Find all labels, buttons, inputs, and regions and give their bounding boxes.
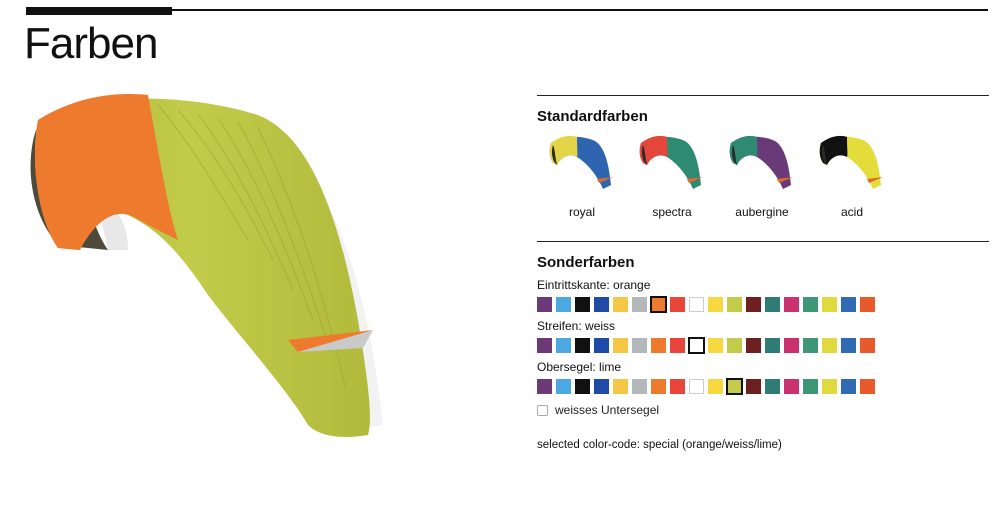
color-swatch[interactable] <box>784 379 799 394</box>
color-swatch[interactable] <box>613 379 628 394</box>
standard-color-label: royal <box>568 205 595 219</box>
white-underside-label: weisses Untersegel <box>555 403 660 417</box>
color-swatch[interactable] <box>784 338 799 353</box>
color-swatch[interactable] <box>670 379 685 394</box>
color-swatch[interactable] <box>765 338 780 353</box>
glider-thumbnail <box>729 135 793 189</box>
color-swatch[interactable] <box>803 379 818 394</box>
glider-thumbnail <box>639 135 703 189</box>
color-swatch[interactable] <box>727 297 742 312</box>
color-swatch[interactable] <box>841 338 856 353</box>
color-swatch[interactable] <box>670 338 685 353</box>
white-underside-checkbox[interactable] <box>537 404 548 416</box>
standard-color-list: royal spectra aubergine acid <box>537 135 989 225</box>
color-swatch[interactable] <box>594 379 609 394</box>
section-divider <box>537 241 989 242</box>
special-row-label: Obersegel: lime <box>537 360 622 374</box>
glider-preview-image <box>30 94 383 437</box>
special-row-label: Eintrittskante: orange <box>537 278 651 292</box>
color-swatch[interactable] <box>860 379 875 394</box>
glider-thumbnail <box>549 135 613 189</box>
color-swatch[interactable] <box>556 379 571 394</box>
color-swatch-row <box>537 337 989 354</box>
standard-color-aubergine[interactable]: aubergine <box>717 135 807 225</box>
color-swatch-selected[interactable] <box>726 378 743 395</box>
standard-colors-heading: Standardfarben <box>537 108 648 125</box>
color-swatch[interactable] <box>765 297 780 312</box>
color-swatch[interactable] <box>803 297 818 312</box>
color-swatch[interactable] <box>613 297 628 312</box>
color-swatch[interactable] <box>708 338 723 353</box>
color-configurator: Standardfarben royal spectra aubergine acid… <box>537 95 989 451</box>
color-swatch[interactable] <box>632 338 647 353</box>
page-title: Farben <box>24 19 158 68</box>
title-accent-bar <box>26 7 172 15</box>
color-swatch[interactable] <box>689 379 704 394</box>
color-swatch[interactable] <box>594 297 609 312</box>
color-swatch[interactable] <box>556 297 571 312</box>
standard-color-label: acid <box>840 205 863 219</box>
color-swatch[interactable] <box>594 338 609 353</box>
top-rule <box>26 9 988 11</box>
color-swatch[interactable] <box>822 297 837 312</box>
color-swatch[interactable] <box>537 379 552 394</box>
special-row-label: Streifen: weiss <box>537 319 616 333</box>
color-swatch[interactable] <box>708 297 723 312</box>
color-swatch-selected[interactable] <box>650 296 667 313</box>
color-swatch[interactable] <box>822 379 837 394</box>
standard-color-label: spectra <box>652 205 692 219</box>
color-swatch[interactable] <box>670 297 685 312</box>
color-swatch[interactable] <box>575 338 590 353</box>
color-swatch-row <box>537 378 989 395</box>
standard-color-spectra[interactable]: spectra <box>627 135 717 225</box>
standard-color-label: aubergine <box>735 205 789 219</box>
color-swatch[interactable] <box>746 338 761 353</box>
color-swatch[interactable] <box>822 338 837 353</box>
color-swatch[interactable] <box>746 297 761 312</box>
color-swatch[interactable] <box>632 379 647 394</box>
color-swatch[interactable] <box>746 379 761 394</box>
color-swatch[interactable] <box>651 338 666 353</box>
color-swatch[interactable] <box>556 338 571 353</box>
color-swatch[interactable] <box>841 297 856 312</box>
color-swatch-selected[interactable] <box>688 337 705 354</box>
color-swatch[interactable] <box>765 379 780 394</box>
color-swatch[interactable] <box>708 379 723 394</box>
selected-color-code: selected color-code: special (orange/wei… <box>537 439 782 451</box>
glider-thumbnail <box>819 135 883 189</box>
standard-color-royal[interactable]: royal <box>537 135 627 225</box>
color-swatch[interactable] <box>537 338 552 353</box>
color-swatch[interactable] <box>613 338 628 353</box>
color-swatch-row <box>537 296 989 313</box>
color-swatch[interactable] <box>689 297 704 312</box>
special-colors-heading: Sonderfarben <box>537 254 635 271</box>
standard-color-acid[interactable]: acid <box>807 135 897 225</box>
color-swatch[interactable] <box>575 297 590 312</box>
color-swatch[interactable] <box>632 297 647 312</box>
white-underside-option[interactable]: weisses Untersegel <box>537 403 989 417</box>
color-swatch[interactable] <box>727 338 742 353</box>
color-swatch[interactable] <box>841 379 856 394</box>
color-swatch[interactable] <box>784 297 799 312</box>
color-swatch[interactable] <box>803 338 818 353</box>
color-swatch[interactable] <box>860 297 875 312</box>
color-swatch[interactable] <box>651 379 666 394</box>
color-swatch[interactable] <box>537 297 552 312</box>
color-swatch[interactable] <box>575 379 590 394</box>
color-swatch[interactable] <box>860 338 875 353</box>
section-divider <box>537 95 989 96</box>
